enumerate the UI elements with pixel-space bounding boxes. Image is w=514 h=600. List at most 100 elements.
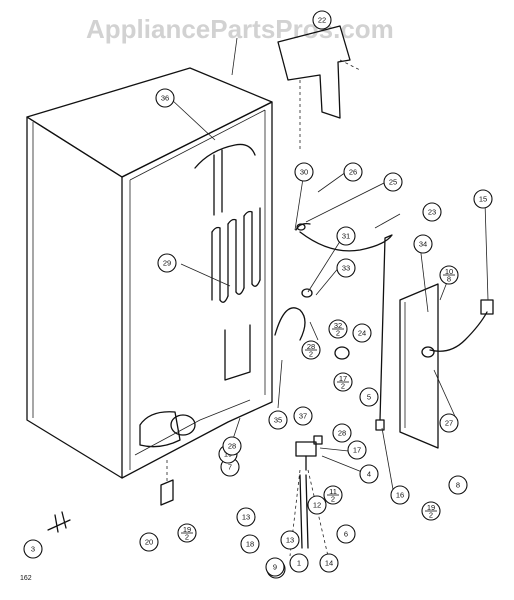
callout-17: 17 (347, 440, 367, 460)
callout-12: 12 (307, 495, 327, 515)
callout-label: 24 (358, 329, 366, 338)
callout-31: 31 (336, 226, 356, 246)
callout-label: 34 (419, 240, 427, 249)
condenser-coil (211, 207, 261, 303)
callout-numerator: 19 (427, 503, 435, 512)
callout-9: 9 (265, 557, 285, 577)
callout-6: 6 (336, 524, 356, 544)
callout-35: 35 (268, 410, 288, 430)
callout-denominator: 2 (331, 495, 335, 504)
side-panel (399, 283, 439, 449)
callout-label: 31 (342, 232, 350, 241)
callout-numerator: 19 (183, 525, 191, 534)
callout-label: 33 (342, 264, 350, 273)
callout-label: 20 (145, 538, 153, 547)
callout-26: 26 (343, 162, 363, 182)
screw-assembly (47, 511, 71, 533)
cabinet-internals (134, 143, 256, 482)
callout-34: 34 (413, 234, 433, 254)
callout-13: 13 (280, 530, 300, 550)
callout-numerator: 10 (445, 267, 453, 276)
callout-label: 28 (338, 429, 346, 438)
callout-label: 8 (456, 481, 460, 490)
callout-label: 13 (286, 536, 294, 545)
callout-8: 8 (448, 475, 468, 495)
callout-label: 27 (445, 419, 453, 428)
callout-label: 15 (479, 195, 487, 204)
callout-label: 25 (389, 178, 397, 187)
callout-numerator: 28 (307, 342, 315, 351)
callout-denominator: 8 (447, 275, 451, 284)
callout-denominator: 2 (309, 350, 313, 359)
hose-loop (274, 307, 306, 341)
document-id: 162 (20, 575, 32, 582)
callout-numerator: 32 (334, 321, 342, 330)
callout-25: 25 (383, 172, 403, 192)
callout-13: 13 (236, 507, 256, 527)
callout-24: 24 (352, 323, 372, 343)
callout-label: 30 (300, 168, 308, 177)
callout-label: 13 (242, 513, 250, 522)
callout-32-over-2: 322 (328, 319, 348, 339)
callout-label: 28 (228, 442, 236, 451)
bracket (160, 479, 174, 506)
callout-label: 23 (428, 208, 436, 217)
callout-label: 3 (31, 545, 35, 554)
callout-label: 14 (325, 559, 333, 568)
callout-15: 15 (473, 189, 493, 209)
callout-11-over-2: 112 (323, 485, 343, 505)
cabinet-body (26, 67, 273, 479)
callout-33: 33 (336, 258, 356, 278)
callout-label: 17 (353, 446, 361, 455)
callout-27: 27 (439, 413, 459, 433)
callout-label: 7 (228, 463, 232, 472)
callout-1: 1 (289, 553, 309, 573)
callout-label: 37 (299, 412, 307, 421)
callout-19-over-2: 192 (421, 501, 441, 521)
callout-28-over-2: 282 (301, 340, 321, 360)
callout-29: 29 (157, 253, 177, 273)
callout-14: 14 (319, 553, 339, 573)
callout-20: 20 (139, 532, 159, 552)
callout-layer: 1234567891213141516171721819192192202223… (23, 10, 493, 579)
callout-label: 5 (367, 393, 371, 402)
callout-label: 22 (318, 16, 326, 25)
callout-label: 16 (396, 491, 404, 500)
callout-37: 37 (293, 406, 313, 426)
callout-label: 1 (297, 559, 301, 568)
wire-harness (295, 222, 494, 421)
callout-denominator: 2 (341, 382, 345, 391)
callout-36: 36 (155, 88, 175, 108)
callout-label: 9 (273, 563, 277, 572)
motor-parts (296, 223, 435, 360)
callout-label: 6 (344, 530, 348, 539)
callout-5: 5 (359, 387, 379, 407)
callout-18: 18 (240, 534, 260, 554)
callout-label: 26 (349, 168, 357, 177)
callout-numerator: 17 (339, 374, 347, 383)
callout-28: 28 (332, 423, 352, 443)
callout-10-over-8: 108 (439, 265, 459, 285)
back-panel-top (277, 25, 361, 150)
callout-denominator: 2 (429, 511, 433, 520)
callout-label: 12 (313, 501, 321, 510)
callout-30: 30 (294, 162, 314, 182)
callout-19-over-2: 192 (177, 523, 197, 543)
callout-28: 28 (222, 436, 242, 456)
callout-22: 22 (312, 10, 332, 30)
callout-label: 18 (246, 540, 254, 549)
callout-label: 4 (367, 470, 371, 479)
callout-23: 23 (422, 202, 442, 222)
callout-numerator: 11 (329, 487, 337, 496)
callout-label: 35 (274, 416, 282, 425)
watermark: AppliancePartsPros.com (86, 14, 394, 44)
callout-label: 29 (163, 259, 171, 268)
callout-17-over-2: 172 (333, 372, 353, 392)
callout-denominator: 2 (185, 533, 189, 542)
callout-label: 36 (161, 94, 169, 103)
callout-denominator: 2 (336, 329, 340, 338)
callout-16: 16 (390, 485, 410, 505)
callout-4: 4 (359, 464, 379, 484)
callout-3: 3 (23, 539, 43, 559)
